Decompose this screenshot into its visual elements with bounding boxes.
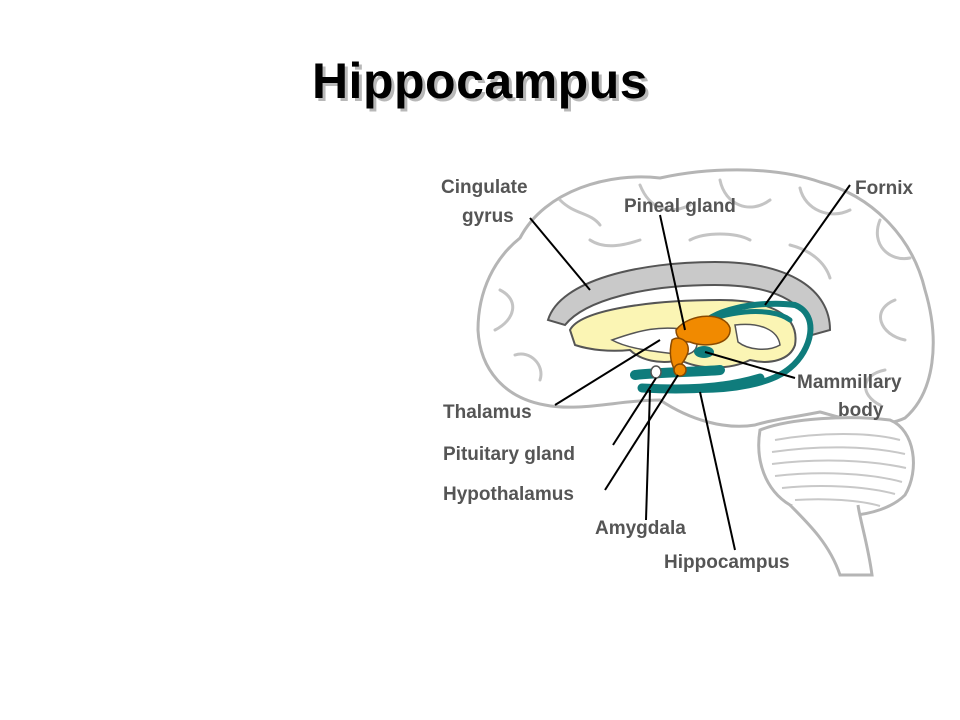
- label-hypothalamus: Hypothalamus: [443, 484, 574, 505]
- mammillary-body-shape: [694, 346, 714, 358]
- pituitary-shape: [650, 365, 662, 379]
- gyri-folds: [493, 178, 912, 407]
- leader-line-thalamus: [554, 339, 661, 406]
- leader-line-mammillary-body: [704, 351, 796, 379]
- brainstem: [788, 503, 874, 577]
- label-mammillary-body-1: Mammillary: [797, 372, 902, 393]
- leader-line-cingulate-gyrus: [529, 217, 591, 291]
- label-amygdala: Amygdala: [595, 518, 686, 539]
- leader-line-hypothalamus: [604, 374, 679, 491]
- leader-line-pineal-gland: [659, 214, 686, 331]
- cingulate-gyrus-shape: [546, 260, 832, 337]
- label-fornix: Fornix: [855, 178, 913, 199]
- label-cingulate-gyrus-1: Cingulate: [441, 177, 528, 198]
- slide-title: Hippocampus: [311, 53, 649, 109]
- cerebellum: [757, 416, 915, 518]
- label-mammillary-body-2: body: [838, 400, 884, 421]
- leader-line-amygdala: [645, 389, 651, 521]
- label-thalamus: Thalamus: [443, 402, 532, 423]
- label-cingulate-gyrus-2: gyrus: [462, 206, 514, 227]
- pineal-hypothalamus-shape: [669, 315, 731, 377]
- label-pineal-gland: Pineal gland: [624, 196, 736, 217]
- label-hippocampus: Hippocampus: [664, 552, 790, 573]
- leader-line-pituitary-gland: [612, 377, 657, 446]
- leader-lines: [529, 184, 851, 551]
- ventricle-shape-2: [734, 323, 781, 350]
- leader-line-hippocampus: [699, 391, 736, 551]
- leader-line-fornix: [764, 184, 851, 306]
- label-pituitary-gland: Pituitary gland: [443, 444, 575, 465]
